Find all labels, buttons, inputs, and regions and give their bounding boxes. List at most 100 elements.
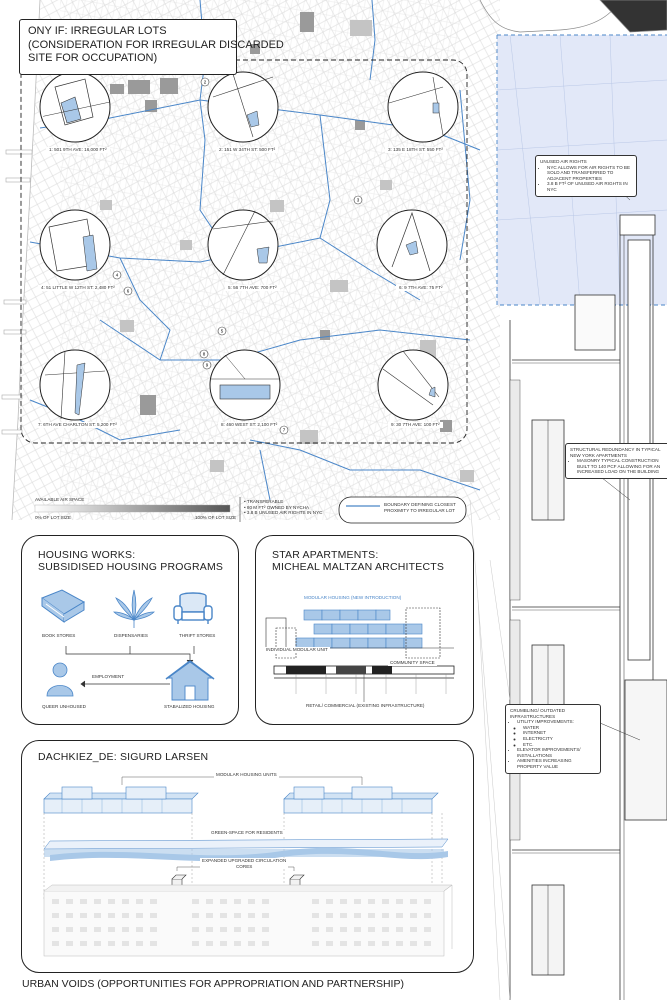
title-line: ONY IF: IRREGULAR LOTS [28,25,167,37]
map-marker: 9 [202,360,212,370]
panel-title: HOUSING WORKS: SUBSIDISED HOUSING PROGRA… [38,549,224,573]
title-line: (CONSIDERATION FOR IRREGULAR DISCARDED [28,38,284,51]
armchair-icon [173,592,213,624]
legend-max-label: 100% OF LOT SIZE [195,515,237,520]
legend-min-label: 0% OF LOT SIZE [35,515,71,520]
node-label-thrift-stores: THRIFT STORES [179,633,216,638]
node-label-stabalized-housing: STABALIZED HOUSING [164,704,215,709]
legend-bullet: • TRANSFERABLE [244,499,284,504]
svg-text:7: 7 [283,428,286,433]
note-subitem: ELECTRICITY [523,736,596,742]
svg-text:6: 6 [127,289,130,294]
note-item: 3.8 B FT² OF UNUSED AIR RIGHTS IN NYC [547,181,632,192]
individual-unit-label: INDIVIDUAL MODULAR UNIT [264,647,330,653]
book-icon [40,589,86,623]
map-marker: 3 [353,195,363,205]
node-label-book-stores: BOOK STORES [42,633,76,638]
boundary-legend-label: BOUNDARY DEFINING CLOSEST PROXIMITY TO I… [384,502,456,513]
facade-windows [52,899,431,946]
lot-circle [207,71,279,143]
air-rights-note: UNUSED AIR RIGHTS NYC ALLOWS FOR AIR RIG… [535,155,637,197]
person-icon [46,662,74,697]
flow-arrows [65,646,195,688]
lot-circle [207,209,279,281]
lot-label-8: 8: 460 WEST ST: 2,100 FT² [218,422,281,428]
housing-works-panel: HOUSING WORKS: SUBSIDISED HOUSING PROGRA… [21,535,239,725]
cannabis-leaf-icon [113,589,155,628]
panel-title: DACHKIEZ_DE: SIGURD LARSEN [38,751,209,763]
lot-label-3: 3: 135 E 18TH ST: 550 FT² [385,147,446,153]
node-label-queer-unhoused: QUEER UNHOUSED [42,704,86,709]
footer-caption: URBAN VOIDS (OPPORTUNITIES FOR APPROPRIA… [22,978,404,990]
crumbling-infrastructure-note: CRUMBLING/ OUTDATED INFRASTRUCTURES UTIL… [505,704,601,774]
note-item: MASONRY TYPICAL CONSTRUCTION BUILT TO 14… [577,458,666,475]
svg-text:4: 4 [116,273,119,278]
svg-text:2: 2 [204,80,207,85]
svg-text:3: 3 [357,198,360,203]
modular-housing-label: MODULAR HOUSING (NEW INTRODUCTION) [304,595,402,600]
lot-circle [377,349,449,421]
legend-title: AVAILABLE AIR SPACE [35,497,85,502]
note-title: UNUSED AIR RIGHTS [540,159,587,164]
lot-circle [209,349,281,421]
lot-circle [39,349,111,421]
legend-bullet: • 3.8 B UNUSED AIR RIGHTS IN NYC [244,510,323,516]
note-subitem: INTERNET [523,730,596,736]
title-line: SITE FOR OCCUPATION) [28,52,158,64]
legend-bullet: • 80 M FT² OWNED BY NYCHA [244,504,310,510]
lot-label-4: 4: 51 LITTLE W 12TH ST: 2,480 FT² [38,285,118,291]
svg-text:9: 9 [206,363,209,368]
green-space-label: GREEN-SPACE FOR RESIDENTS [209,830,285,836]
lot-label-2: 2: 151 W 34TH ST: 500 FT² [216,147,279,153]
lot-circles [39,71,459,421]
note-title: STRUCTURAL REDUNDANCY IN TYPICAL NEW YOR… [570,447,661,458]
note-item: UTILITY IMPROVEMENTS: [517,719,574,725]
page-title: ONY IF: IRREGULAR LOTS (CONSIDERATION FO… [28,25,284,66]
header-box: ONY IF: IRREGULAR LOTS (CONSIDERATION FO… [19,19,284,75]
svg-text:5: 5 [221,329,224,334]
dachkiez-panel: DACHKIEZ_DE: SIGURD LARSEN [21,740,474,973]
house-icon [165,660,215,701]
modular-units [295,609,423,649]
housing-works-diagram [40,589,215,701]
retail-base [273,665,455,702]
green-space-layer [43,838,449,862]
retail-label: RETAIL/ COMMERCIAL (EXISTING INFRASTRUCT… [306,703,425,708]
employment-label: EMPLOYMENT [92,674,125,679]
lot-circle [39,71,111,143]
legend-bullets: • TRANSFERABLE • 80 M FT² OWNED BY NYCHA… [244,499,322,516]
lot-circle [39,209,111,281]
lot-circle [376,209,448,281]
lot-circle [387,71,459,143]
note-subitem: WATER [523,725,596,731]
note-item: NYC ALLOWS FOR AIR RIGHTS TO BE SOLD AND… [547,165,632,182]
east-river-shore [479,0,667,33]
community-space-label: COMMUNITY SPACE [388,660,437,666]
map-marker: 5 [217,326,227,336]
lot-label-9: 9: 30 7TH AVE: 100 FT² [388,422,443,428]
circulation-cores-label: EXPANDED UPGRADED CIRCULATION CORES [200,858,289,870]
map-marker: 4 [112,270,122,280]
note-item: AMENITIES INCREASING PROPERTY VALUE [517,758,596,769]
note-title: CRUMBLING/ OUTDATED INFRASTRUCTURES [510,708,566,719]
svg-text:8: 8 [203,352,206,357]
map-focus-frame [20,59,468,444]
note-item: ELEVATOR IMPROVEMENTS/ INSTALLATIONS [517,747,596,758]
lot-label-7: 7: 6TH AVE CHARLTON ST: 5,200 FT² [35,422,120,428]
lot-label-6: 6: 9 7TH AVE: 75 FT² [396,285,446,291]
dachkiez-exploded-axonometric [43,776,453,957]
building-section [509,214,667,1000]
panel-title: STAR APARTMENTS: MICHEAL MALTZAN ARCHITE… [272,549,445,573]
node-label-dispensaries: DISPENSARIES [114,633,148,638]
map-marker: 8 [199,349,209,359]
star-apartments-section [265,607,455,702]
modular-roof-units [43,786,439,814]
note-subitem: ETC. [523,742,596,748]
structural-note: STRUCTURAL REDUNDANCY IN TYPICAL NEW YOR… [565,443,667,479]
legend-bar [34,496,467,524]
lot-label-1: 1: 501 9TH AVE: 16,000 FT² [46,147,110,153]
modular-housing-units-label: MODULAR HOUSING UNITS [214,772,279,778]
map-marker: 6 [123,286,133,296]
star-apartments-panel: STAR APARTMENTS: MICHEAL MALTZAN ARCHITE… [255,535,474,725]
